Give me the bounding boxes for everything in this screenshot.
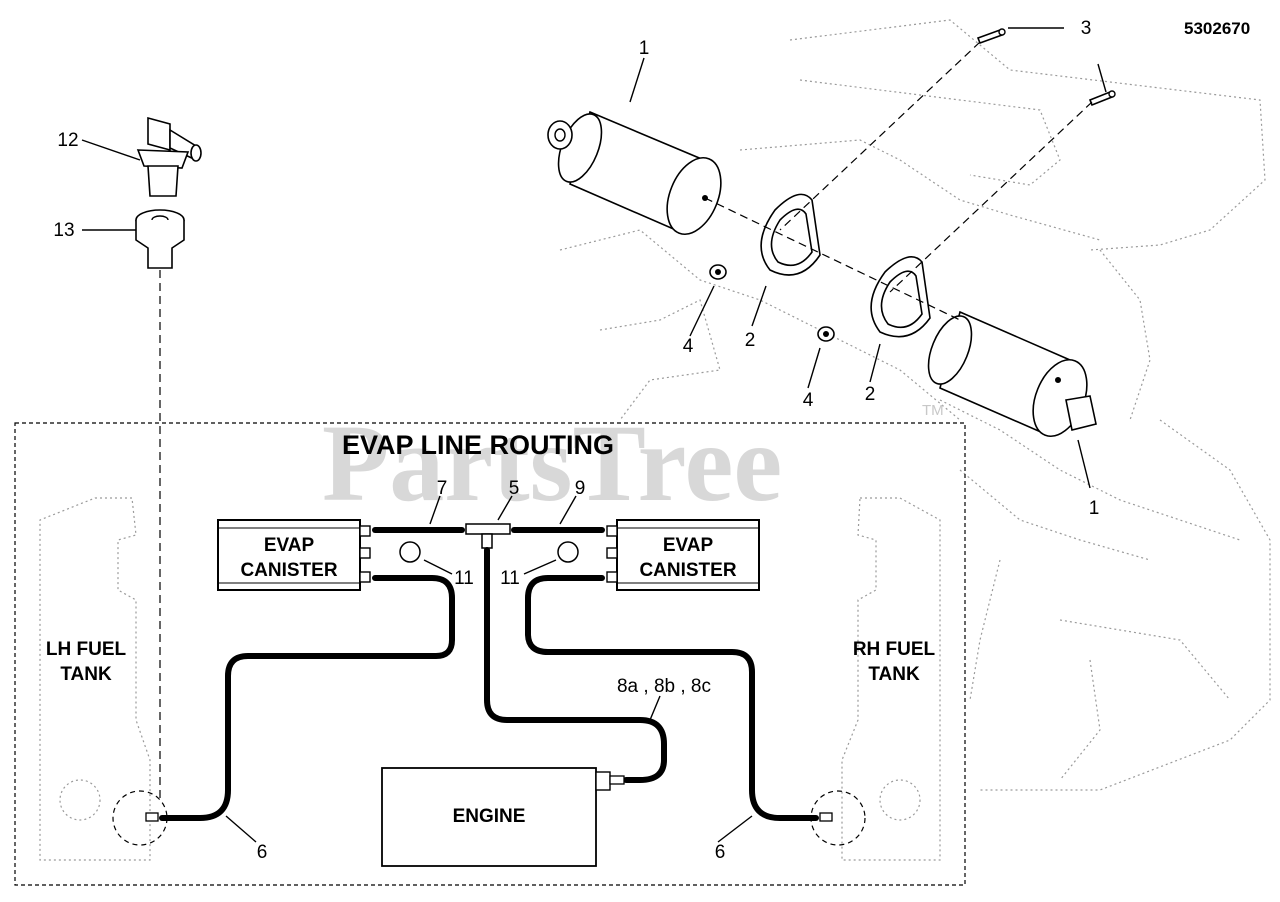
callout-leaders <box>81 27 1107 843</box>
clamp-right <box>557 541 579 563</box>
callout-6-left: 6 <box>257 842 268 863</box>
callout-1-bottom: 1 <box>1089 498 1100 519</box>
canister-upper-exploded <box>547 110 722 235</box>
engine-label: ENGINE <box>453 806 526 827</box>
callout-2-right: 2 <box>865 384 876 405</box>
grommet-left <box>709 264 727 280</box>
canister-lower-exploded <box>927 310 1097 437</box>
chassis-ghost-outline <box>559 19 1271 791</box>
tee-fitting <box>465 523 511 549</box>
diagram-part-number: 5302670 <box>1184 19 1250 38</box>
rh-fuel-tank <box>841 497 941 861</box>
callout-11-left: 11 <box>454 568 474 589</box>
callout-6-right: 6 <box>715 842 726 863</box>
routing-title: EVAP LINE ROUTING <box>342 430 614 460</box>
lh-fuel-tank <box>39 497 151 861</box>
strap-right <box>870 256 931 338</box>
callout-8: 8a , 8b , 8c <box>617 676 711 697</box>
left-canister-label-line1: EVAP <box>264 535 315 556</box>
callout-5: 5 <box>509 478 520 499</box>
callout-4-left: 4 <box>683 336 694 357</box>
callout-1-top: 1 <box>639 38 650 59</box>
callout-4-right: 4 <box>803 390 814 411</box>
pin-bottom <box>1088 90 1116 107</box>
callout-11-right: 11 <box>500 568 520 589</box>
strap-left <box>760 193 821 276</box>
exploded-view-dashlines <box>704 41 1093 321</box>
clamp-left <box>399 541 421 563</box>
routing-boundary <box>14 422 966 886</box>
callout-3: 3 <box>1081 18 1092 39</box>
rh-tank-port <box>810 790 866 846</box>
evap-hoses <box>159 527 819 821</box>
fitting-12 <box>136 116 202 197</box>
watermark-tm: TM <box>922 402 944 419</box>
callout-2-left: 2 <box>745 330 756 351</box>
callout-12: 12 <box>57 130 78 151</box>
right-canister-label-line2: CANISTER <box>639 560 736 581</box>
pin-top <box>976 28 1006 45</box>
evap-canister-right <box>606 519 760 591</box>
evap-canister-left <box>217 519 371 591</box>
lh-tank-port <box>112 790 168 846</box>
bushing-13 <box>135 209 185 269</box>
rh-tank-label-line2: TANK <box>868 664 920 685</box>
lh-tank-label-line1: LH FUEL <box>46 639 127 660</box>
callout-7: 7 <box>437 478 448 499</box>
callout-9: 9 <box>575 478 586 499</box>
rh-tank-label-line1: RH FUEL <box>853 639 936 660</box>
left-canister-label-line2: CANISTER <box>240 560 337 581</box>
engine-block <box>381 767 625 867</box>
watermark: PartsTree <box>322 402 782 524</box>
grommet-right <box>817 326 835 342</box>
lh-tank-label-line2: TANK <box>60 664 112 685</box>
callout-13: 13 <box>53 220 74 241</box>
right-canister-label-line1: EVAP <box>663 535 714 556</box>
